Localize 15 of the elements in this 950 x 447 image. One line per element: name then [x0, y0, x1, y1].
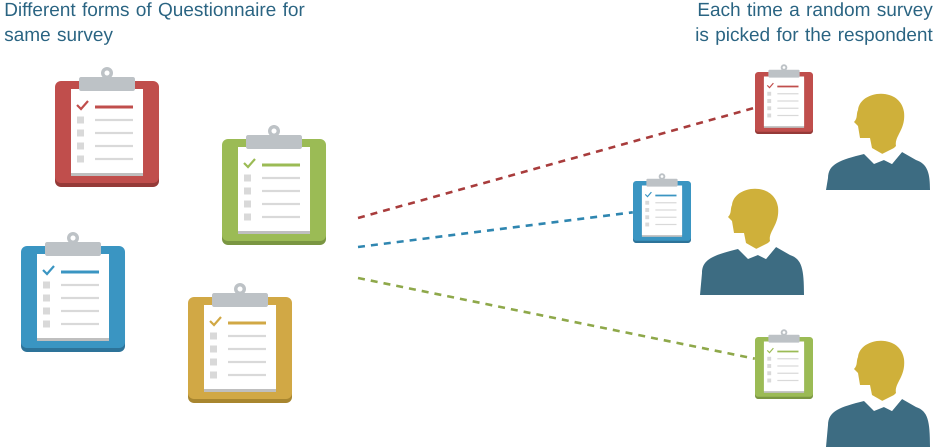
clipboard-drawing — [21, 232, 125, 352]
clipboard-drawing — [755, 329, 813, 399]
dashed-line — [358, 211, 633, 248]
clipboard-drawing — [755, 64, 813, 134]
dashed-line — [358, 276, 756, 360]
heading: Each time a random survey is picked for the respondent — [696, 2, 933, 45]
dashed-line — [358, 106, 756, 220]
clipboard-drawing — [55, 67, 159, 187]
person-silhouette — [700, 188, 804, 295]
person-silhouette — [826, 94, 930, 190]
person-silhouette — [826, 340, 930, 447]
clipboard-drawing — [222, 125, 326, 245]
clipboard-drawing — [633, 173, 691, 243]
clipboard-drawing — [188, 283, 292, 403]
heading: Different forms of Questionnaire for same survey — [4, 2, 304, 45]
